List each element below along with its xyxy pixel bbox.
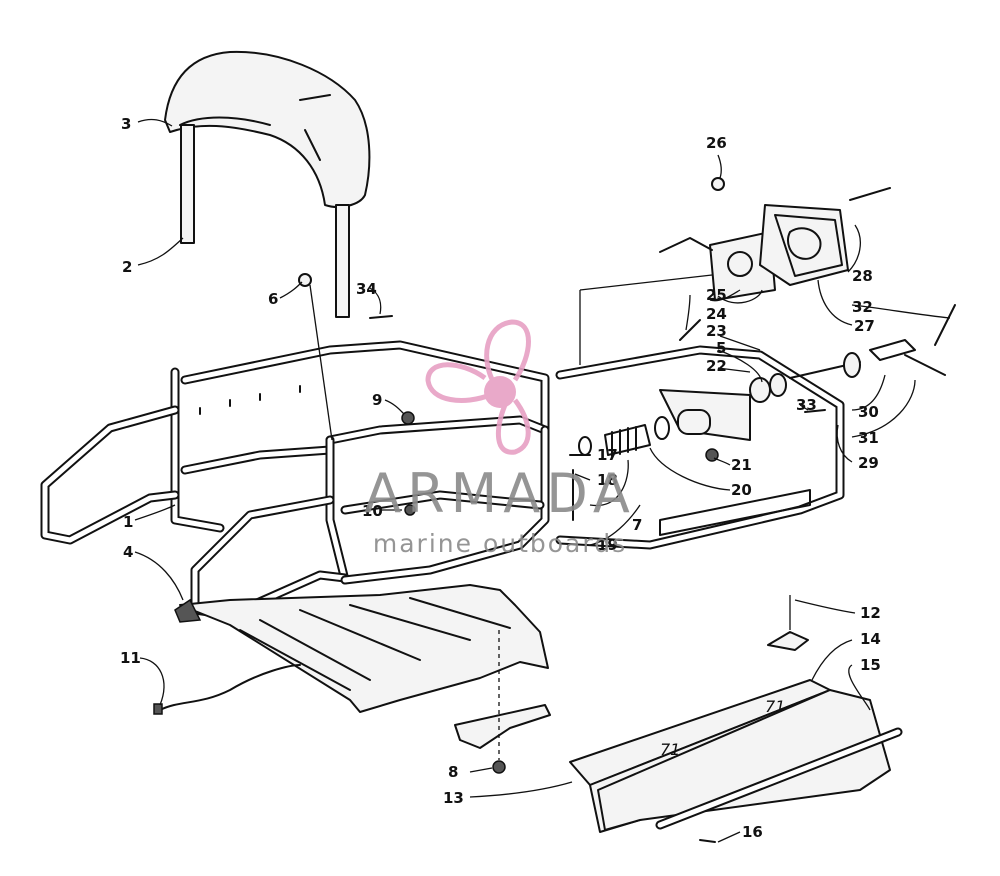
callout-21: 21 xyxy=(731,456,752,474)
callout-7: 7 xyxy=(632,516,642,534)
callout-28: 28 xyxy=(852,267,873,285)
callout-labels: 3 2 6 34 9 10 1 4 11 8 13 12 14 15 16 17… xyxy=(120,115,881,841)
propeller-logo-icon xyxy=(425,319,531,455)
callout-12: 12 xyxy=(860,604,881,622)
callout-24: 24 xyxy=(706,305,727,323)
nut-9 xyxy=(401,411,415,425)
backrest-assembly xyxy=(164,50,371,318)
callout-27: 27 xyxy=(854,317,875,335)
callout-5: 5 xyxy=(716,339,726,357)
callout-34: 34 xyxy=(356,280,377,298)
callout-8: 8 xyxy=(448,763,458,781)
callout-11: 11 xyxy=(120,649,141,667)
watermark-tagline: marine outboards xyxy=(373,529,627,558)
nut-10 xyxy=(404,504,416,516)
seat-pan xyxy=(174,584,549,713)
wire-connector xyxy=(153,703,163,715)
panel-number: 71 xyxy=(660,740,680,759)
callout-25: 25 xyxy=(706,286,727,304)
callout-19: 19 xyxy=(597,536,618,554)
callout-9: 9 xyxy=(372,391,382,409)
callout-18: 18 xyxy=(597,471,618,489)
side-panels: 71 71 xyxy=(569,595,903,843)
clip-12 xyxy=(767,631,809,651)
callout-13: 13 xyxy=(443,789,464,807)
spring-assembly xyxy=(555,304,956,550)
callout-16: 16 xyxy=(742,823,763,841)
callout-10: 10 xyxy=(362,502,383,520)
wire-harness xyxy=(159,664,301,711)
screw-34 xyxy=(369,315,393,319)
callout-32: 32 xyxy=(852,298,873,316)
bulb-26 xyxy=(711,177,725,191)
callout-30: 30 xyxy=(858,403,879,421)
watermark: ARMADA marine outboards xyxy=(364,319,636,558)
callout-1: 1 xyxy=(123,513,133,531)
tail-light-assembly xyxy=(579,177,891,365)
callout-6: 6 xyxy=(268,290,278,308)
callout-26: 26 xyxy=(706,134,727,152)
nut-8 xyxy=(492,760,506,774)
callout-33: 33 xyxy=(796,396,817,414)
callout-17: 17 xyxy=(597,446,618,464)
seat-bracket xyxy=(454,704,551,749)
callout-4: 4 xyxy=(123,543,133,561)
callout-20: 20 xyxy=(731,481,752,499)
callout-15: 15 xyxy=(860,656,881,674)
callout-31: 31 xyxy=(858,429,879,447)
bolt-6 xyxy=(298,273,312,287)
callout-29: 29 xyxy=(858,454,879,472)
callout-23: 23 xyxy=(706,322,727,340)
watermark-brand: ARMADA xyxy=(364,462,636,525)
callout-14: 14 xyxy=(860,630,881,648)
leader-lines xyxy=(134,118,951,843)
callout-22: 22 xyxy=(706,357,727,375)
callout-2: 2 xyxy=(122,258,132,276)
callout-3: 3 xyxy=(121,115,131,133)
